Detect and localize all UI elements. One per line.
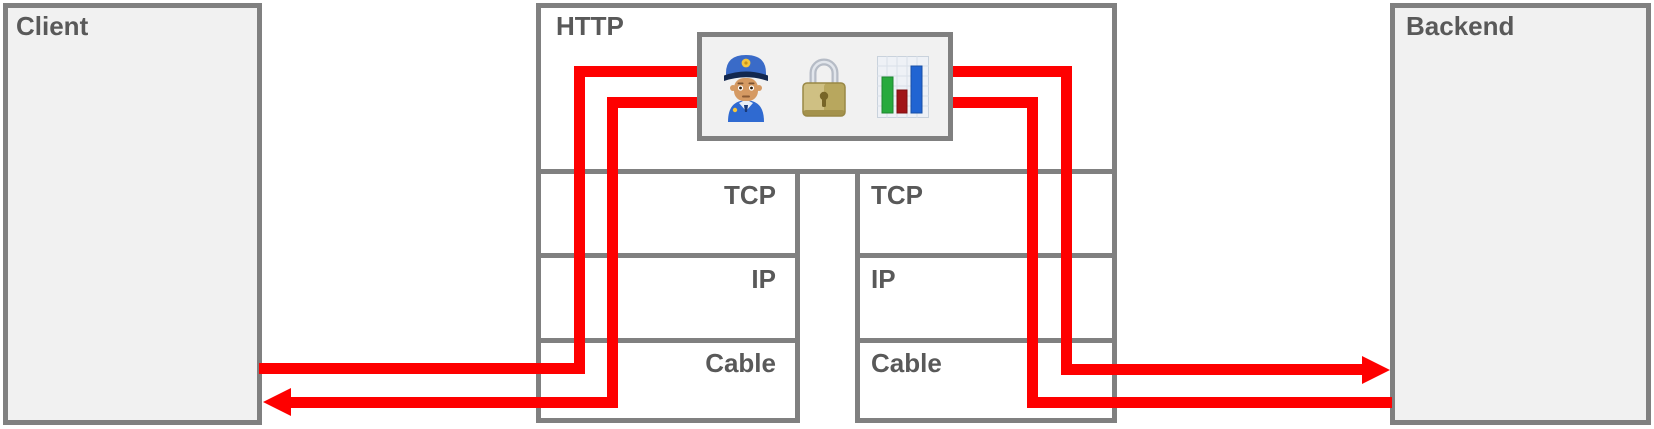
response-line-client-horizontal [289,397,618,408]
right-cable-label: Cable [871,348,942,378]
backend-label: Backend [1406,11,1515,41]
right-stack-divider-tcp-ip [860,253,1112,258]
left-cable-label: Cable [705,348,776,378]
client-label: Client [16,11,89,41]
request-line-into-inspection [574,66,697,77]
response-line-into-inspection [953,97,1038,108]
http-label: HTTP [556,11,624,41]
response-line-out-of-inspection [607,97,697,108]
bar-chart-icon [877,55,929,118]
padlock-icon [802,58,846,117]
proxy-inspection-box [697,32,953,141]
response-line-left-vertical [607,97,618,408]
backend-box [1390,3,1651,425]
left-ip-label: IP [751,264,776,294]
left-stack-divider-tcp-ip [541,253,795,258]
response-arrowhead-icon [263,388,291,416]
right-tcp-label: TCP [871,180,923,210]
right-stack-divider-ip-cable [860,338,1112,343]
request-arrowhead-icon [1362,356,1390,384]
request-line-right-vertical [1061,66,1072,375]
left-stack-divider-ip-cable [541,338,795,343]
left-tcp-label: TCP [724,180,776,210]
right-ip-label: IP [871,264,896,294]
response-line-backend-horizontal [1038,397,1392,408]
request-line-left-vertical [574,66,585,374]
right-protocol-stack [855,169,1117,423]
client-box [3,3,262,425]
request-line-out-of-inspection [953,66,1072,77]
response-line-right-vertical [1027,97,1038,408]
request-line-client-horizontal [259,363,585,374]
request-line-backend-horizontal [1061,364,1364,375]
police-officer-icon [724,54,768,122]
